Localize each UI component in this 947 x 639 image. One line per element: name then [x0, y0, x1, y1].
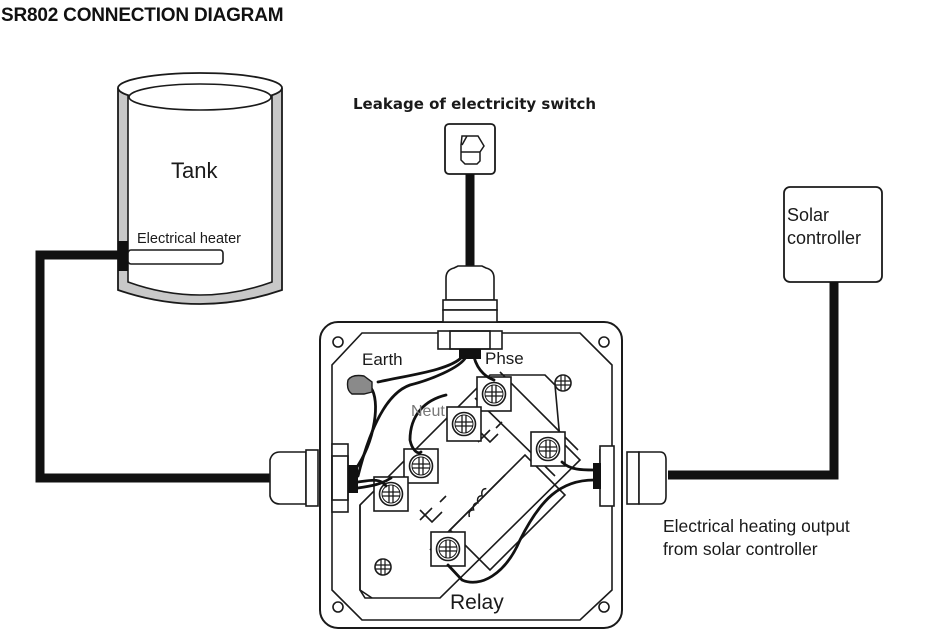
- phase-wire: [472, 355, 496, 382]
- diagram-title: SR802 CONNECTION DIAGRAM: [1, 5, 284, 26]
- solar-controller: Solar controller: [783, 186, 883, 283]
- mount-hole: [332, 336, 344, 348]
- leakage-switch[interactable]: [444, 123, 496, 175]
- mounting-screw-icon: [374, 558, 392, 576]
- tank: Tank Electrical heater: [117, 72, 283, 305]
- tank-label: Tank: [171, 158, 218, 183]
- screw-terminal-icon: [476, 376, 512, 412]
- earth-terminal: [346, 374, 373, 395]
- solar-controller-label-line1: Solar: [787, 205, 829, 225]
- neutral-wire: [356, 355, 468, 478]
- screw-terminal-icon: [446, 406, 482, 442]
- solar-output-cable: [668, 282, 839, 480]
- earth-label: Earth: [362, 350, 403, 369]
- heater-label: Electrical heater: [137, 231, 241, 247]
- output-label-line2: from solar controller: [663, 539, 818, 559]
- phase-label: Phse: [485, 349, 524, 368]
- junction-box-inner-panel: [331, 332, 613, 621]
- relay: [359, 371, 582, 599]
- left-cable-gland: [269, 440, 358, 530]
- heater-wire: [356, 476, 393, 490]
- solar-controller-label-line2: controller: [787, 228, 861, 248]
- screw-terminal-icon: [430, 531, 466, 567]
- output-wire: [560, 460, 596, 472]
- internal-wiring: [346, 355, 596, 584]
- output-label-line1: Electrical heating output: [663, 516, 850, 536]
- earth-wire: [376, 355, 464, 384]
- relay-label: Relay: [450, 591, 504, 614]
- heater-wire: [356, 478, 388, 488]
- top-cable-gland: [437, 265, 503, 359]
- relay-coil-icon: [468, 487, 487, 518]
- mount-hole: [598, 336, 610, 348]
- screw-terminal-icon: [403, 448, 439, 484]
- leakage-switch-label: Leakage of electricity switch: [353, 95, 596, 113]
- tank-rim-inner: [128, 83, 272, 111]
- right-cable-gland: [593, 440, 667, 530]
- neutral-jumper-wire: [408, 393, 448, 455]
- mount-hole: [598, 601, 610, 613]
- mounting-screw-icon: [554, 374, 572, 392]
- mount-hole: [332, 601, 344, 613]
- relay-body: [359, 374, 582, 599]
- heater-cable: [35, 250, 272, 483]
- output-wire: [446, 478, 596, 584]
- tank-inner: [127, 94, 273, 296]
- heater-flange: [118, 241, 128, 271]
- leakage-switch-icon: [460, 135, 485, 165]
- electrical-heater: [127, 249, 224, 265]
- screw-terminal-icon: [530, 431, 566, 467]
- neutral-label: Neut: [411, 403, 445, 420]
